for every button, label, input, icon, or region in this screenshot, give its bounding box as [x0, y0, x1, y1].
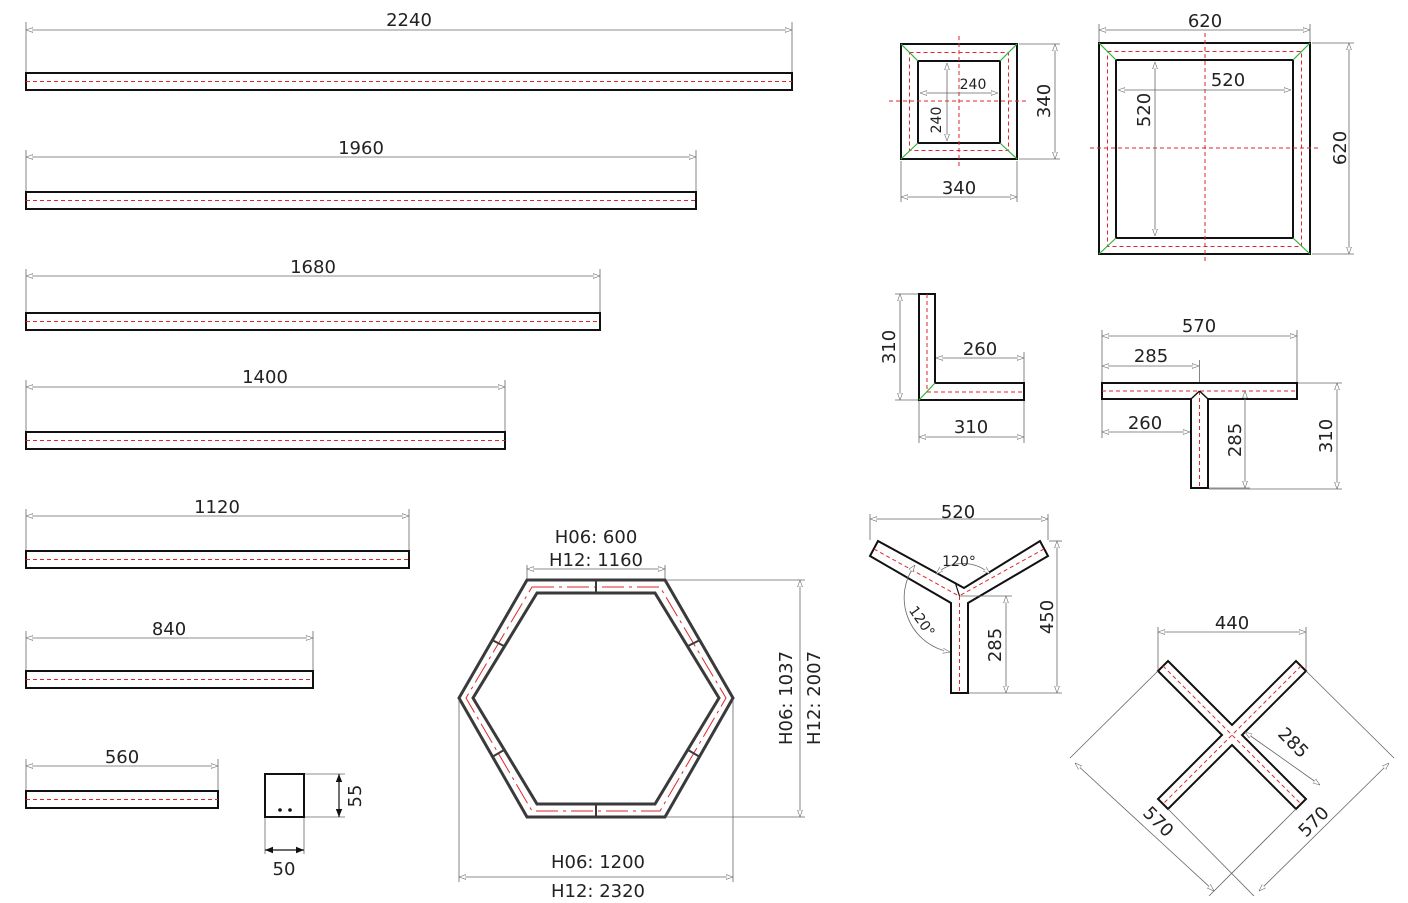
- profile-840: 840: [25, 619, 314, 689]
- profile-1680: 1680: [25, 257, 601, 331]
- section-height-label: 55: [345, 785, 366, 808]
- hexagon-bottom-h12: H12: 2320: [551, 881, 645, 902]
- square-large-inner-w: 520: [1211, 70, 1245, 91]
- hexagon-frame: H06: 600 H12: 1160 H06: 1037 H12: 2007 H…: [457, 527, 825, 902]
- square-small-inner-h: 240: [929, 107, 945, 134]
- y-angle-top-label: 120°: [942, 554, 976, 570]
- x-connector: 440 285 570 570: [1069, 613, 1395, 897]
- profile-length-label: 840: [152, 619, 186, 640]
- square-large-inner-h: 520: [1134, 93, 1155, 127]
- square-small-inner-w: 240: [960, 77, 987, 93]
- profile-length-label: 1120: [194, 497, 240, 518]
- t-leg-label: 285: [1225, 423, 1246, 457]
- profile-length-label: 1400: [242, 367, 288, 388]
- square-small-outer-w: 340: [942, 178, 976, 199]
- l-connector: 310 260 310: [879, 293, 1025, 443]
- x-arm-label: 285: [1273, 724, 1312, 763]
- square-frame-large: 620 520 520 620: [1090, 11, 1354, 263]
- profile-length-label: 1680: [290, 257, 336, 278]
- y-height-label: 450: [1037, 600, 1058, 634]
- section-width-label: 50: [273, 859, 296, 880]
- square-small-outer-h: 340: [1034, 84, 1055, 118]
- profile-length-label: 560: [105, 747, 139, 768]
- t-height-label: 310: [1316, 419, 1337, 453]
- x-diag-left-label: 570: [1138, 803, 1177, 842]
- y-connector: 120° 120° 520 285 450: [868, 502, 1062, 694]
- x-diag-right-label: 570: [1295, 803, 1334, 842]
- square-large-outer-h: 620: [1330, 131, 1351, 165]
- x-width-label: 440: [1215, 613, 1249, 634]
- l-arm-label: 260: [963, 339, 997, 360]
- t-connector: 570 285 260 285 310: [1101, 316, 1342, 490]
- profile-1960: 1960: [25, 138, 697, 210]
- hexagon-top-h06: H06: 600: [555, 527, 638, 548]
- l-height-label: 310: [879, 330, 900, 364]
- t-half-label: 285: [1134, 346, 1168, 367]
- profile-1120: 1120: [25, 497, 410, 569]
- profile-length-label: 1960: [338, 138, 384, 159]
- square-large-outer-w: 620: [1188, 11, 1222, 32]
- profile-560: 560: [25, 747, 219, 809]
- hexagon-bottom-h06: H06: 1200: [551, 852, 645, 873]
- y-width-label: 520: [941, 502, 975, 523]
- hexagon-top-h12: H12: 1160: [549, 550, 643, 571]
- profile-length-label: 2240: [386, 10, 432, 31]
- t-width-label: 570: [1182, 316, 1216, 337]
- profile-1400: 1400: [25, 367, 506, 450]
- t-arm-label: 260: [1128, 413, 1162, 434]
- square-frame-small: 240 240 340 340: [889, 36, 1060, 202]
- hexagon-side-h06: H06: 1037: [776, 651, 797, 745]
- hexagon-side-h12: H12: 2007: [804, 651, 825, 745]
- y-leg-label: 285: [985, 628, 1006, 662]
- profile-2240: 2240: [25, 10, 793, 91]
- l-width-label: 310: [954, 417, 988, 438]
- cross-section: 50 55: [264, 773, 366, 880]
